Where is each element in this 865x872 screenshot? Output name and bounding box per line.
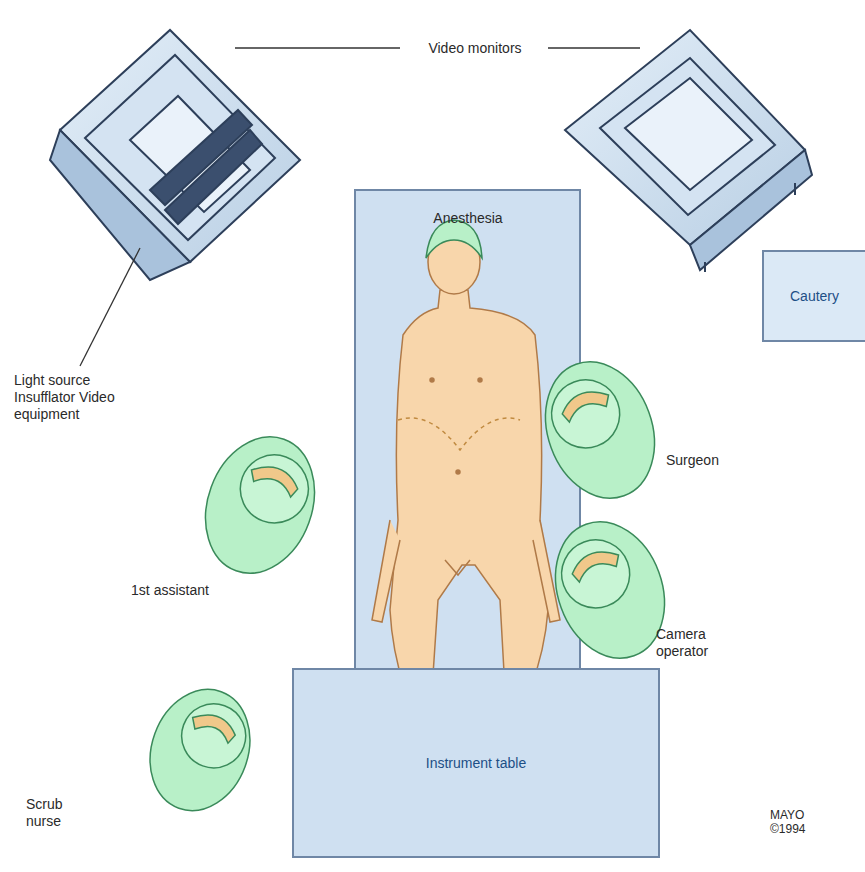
- operating-table: [355, 190, 580, 700]
- node-text: Cautery: [790, 288, 839, 305]
- role-label: 1st assistant: [130, 582, 210, 599]
- cautery-box: Cautery: [762, 250, 865, 342]
- patient-figure: [372, 220, 560, 690]
- role-label: Scrub nurse: [26, 796, 86, 830]
- video-monitor: [50, 30, 300, 280]
- role-label: Camera operator: [656, 626, 728, 660]
- instrument-table: Instrument table: [292, 668, 660, 858]
- equipment-label: Light source Insufflator Video equipment: [14, 372, 134, 422]
- station-label: Anesthesia: [404, 210, 532, 227]
- role-label: Surgeon: [666, 452, 776, 469]
- video-monitor: [565, 30, 812, 272]
- callout-label: Video monitors: [404, 40, 546, 57]
- watermark: MAYO ©1994: [770, 808, 830, 837]
- node-text: Instrument table: [426, 755, 526, 772]
